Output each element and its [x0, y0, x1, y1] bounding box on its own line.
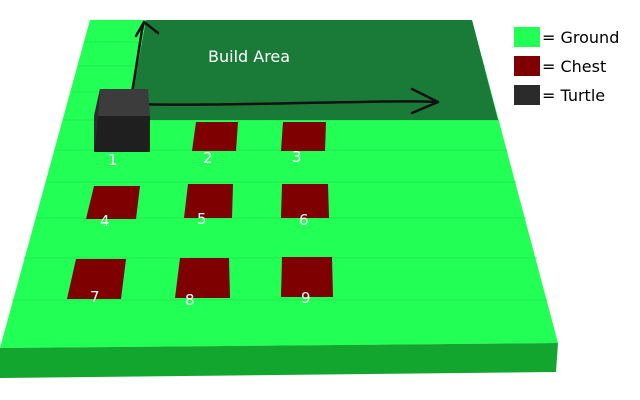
- ground-swatch: [514, 27, 540, 47]
- arrow-right-shaft: [128, 100, 440, 106]
- chest-label: 3: [292, 148, 302, 166]
- chest-block: [281, 184, 329, 218]
- chest-label: 4: [100, 212, 110, 230]
- legend-label-ground: = Ground: [542, 27, 620, 47]
- chest-label: 9: [301, 289, 311, 307]
- ground-side: [0, 343, 558, 378]
- legend-item-turtle: = Turtle: [514, 84, 638, 106]
- turtle-front: [94, 116, 150, 152]
- turtle-side: [94, 89, 100, 152]
- chest-block: [281, 257, 333, 297]
- legend-label-chest: = Chest: [542, 56, 607, 76]
- chests: [67, 122, 333, 299]
- build-area-label: Build Area: [208, 47, 290, 66]
- legend-item-ground: = Ground: [514, 26, 638, 48]
- legend: = Ground = Chest = Turtle: [514, 26, 638, 113]
- chest-label: 7: [90, 288, 100, 306]
- turtle-block: [94, 89, 150, 152]
- chest-block: [86, 186, 140, 219]
- build-area-region: [128, 20, 498, 120]
- chest-label: 6: [299, 211, 309, 229]
- arrow-up-head: [134, 20, 160, 38]
- chest-label: 8: [185, 291, 195, 309]
- chest-block: [175, 258, 230, 298]
- chest-label: 5: [197, 210, 207, 228]
- chest-block: [281, 122, 326, 151]
- turtle-top: [94, 89, 150, 116]
- chest-label: 2: [203, 149, 213, 167]
- arrow-right-head: [410, 87, 440, 115]
- chest-labels: 2 3 4 5 6 7 8 9: [90, 148, 311, 309]
- chest-block: [184, 184, 233, 218]
- turtle-swatch: [514, 85, 540, 105]
- legend-label-turtle: = Turtle: [542, 85, 606, 105]
- turtle-label: 1: [108, 151, 118, 169]
- chest-block: [192, 122, 238, 151]
- chest-swatch: [514, 56, 540, 76]
- chest-block: [67, 259, 126, 299]
- legend-item-chest: = Chest: [514, 55, 638, 77]
